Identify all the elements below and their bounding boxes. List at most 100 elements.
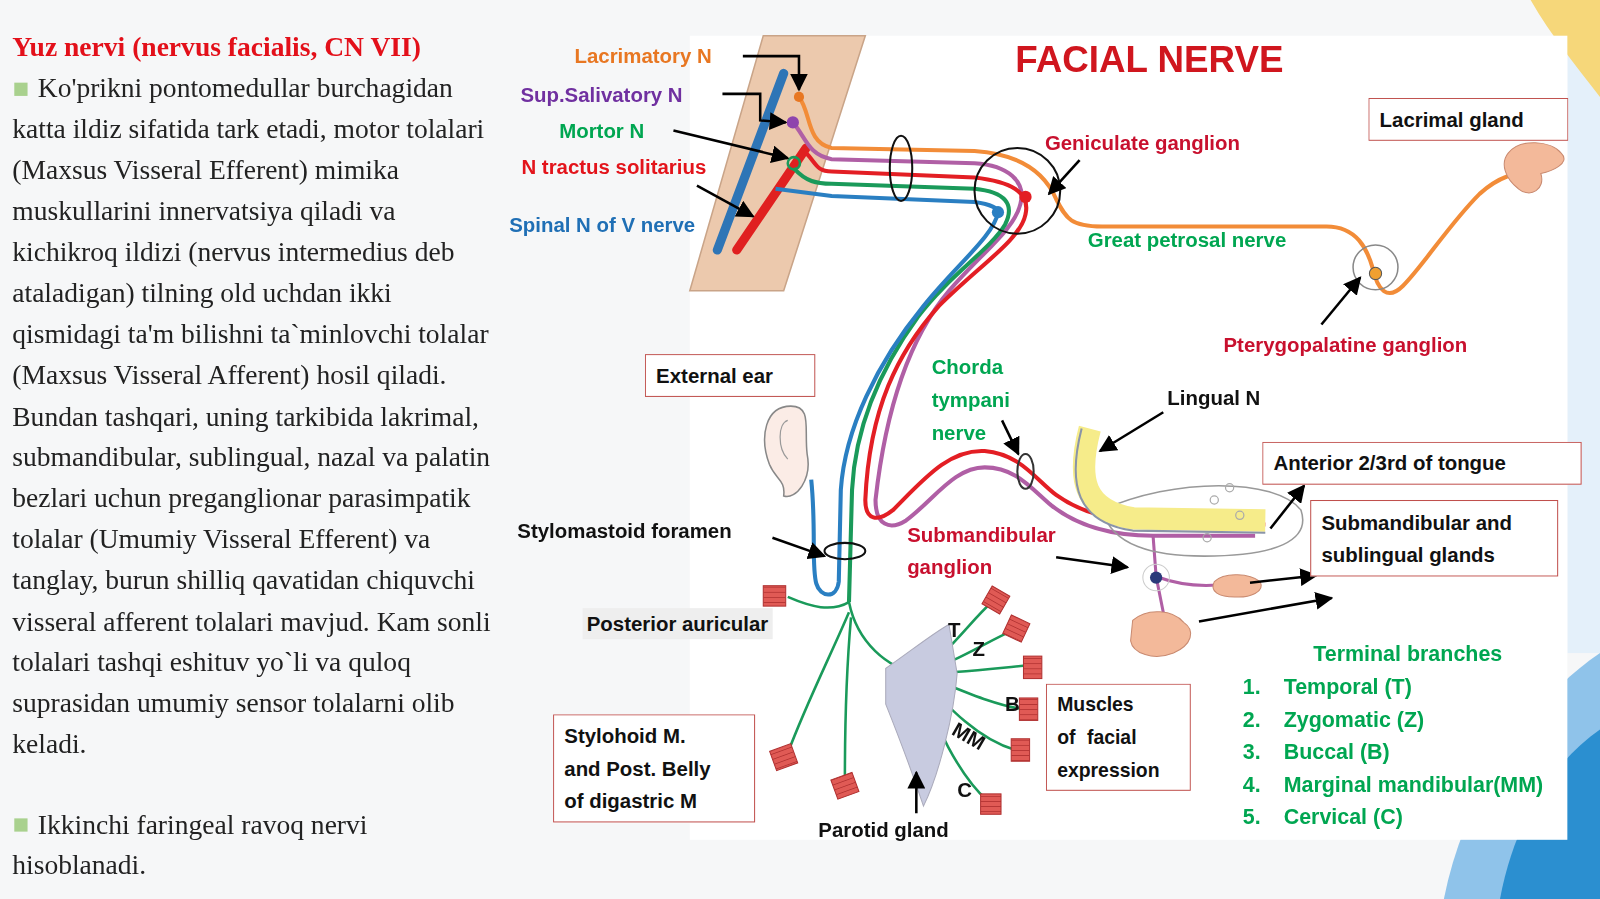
box-label: Stylohoid M. and Post. Belly of digastri… xyxy=(564,719,717,817)
papilla xyxy=(1236,511,1244,519)
ear xyxy=(765,406,808,496)
slide-title: Yuz nervi (nervus facialis, CN VII) xyxy=(12,27,421,68)
ganglion-dot xyxy=(992,206,1004,218)
box-label: Lacrimal gland xyxy=(1380,103,1524,136)
nucleus-label: Mortor N xyxy=(559,117,644,144)
nerve-label: Great petrosal nerve xyxy=(1088,227,1287,254)
muscle xyxy=(1023,656,1041,678)
ganglion-label: Geniculate ganglion xyxy=(1045,130,1240,157)
pterygopalatine-ring xyxy=(1353,245,1398,290)
papilla xyxy=(1210,496,1218,504)
lacrimal-gland xyxy=(1504,143,1564,193)
muscle xyxy=(763,586,785,606)
gland-label: Parotid gland xyxy=(818,816,948,843)
leader-arrow xyxy=(915,772,918,813)
list-item: Buccal (B) xyxy=(1284,738,1390,766)
ganglion-ring xyxy=(1143,564,1170,591)
leader-arrow xyxy=(1056,557,1127,567)
leader-arrow xyxy=(1002,420,1018,454)
branch-label: Posterior auricular xyxy=(583,608,773,639)
body-text: Ikkinchi faringeal ravoq nervi hisoblana… xyxy=(12,804,481,886)
muscle xyxy=(981,794,1001,814)
list-item: Marginal mandibular(MM) xyxy=(1284,770,1544,798)
branch-letter: Z xyxy=(972,636,984,663)
branch-letter: B xyxy=(1005,691,1020,718)
lingual-nerve-edge xyxy=(1076,429,1266,533)
nucleus-label: Lacrimatory N xyxy=(574,43,711,70)
stylohyoid-branch xyxy=(788,612,849,753)
list-item: Zygomatic (Z) xyxy=(1284,705,1424,733)
nerve-label: Lingual N xyxy=(1167,385,1260,412)
branch-letter: T xyxy=(948,616,960,643)
digastric-branch xyxy=(845,617,851,777)
nerve-label: Chorda tympani nerve xyxy=(932,351,1022,449)
bullet xyxy=(14,83,27,96)
muscle xyxy=(770,744,798,771)
diagram-heading: FACIAL NERVE xyxy=(1015,39,1283,82)
diagram-panel xyxy=(690,36,1568,840)
box-label: Muscles of facial expression xyxy=(1057,688,1161,786)
ganglion-label: Submandibular ganglion xyxy=(907,518,1080,583)
leader-arrow xyxy=(673,131,787,159)
nucleus-label: Sup.Salivatory N xyxy=(520,82,682,109)
list-item: Cervical (C) xyxy=(1284,803,1403,831)
leader-arrow xyxy=(1270,486,1304,529)
box-label: External ear xyxy=(656,359,773,392)
leader-arrow xyxy=(1199,598,1332,621)
label-box: Stylohoid M. and Post. Belly of digastri… xyxy=(553,714,755,822)
nucleus-dot xyxy=(794,92,804,102)
list-number: 1. xyxy=(1243,672,1261,700)
geniculate-ring xyxy=(974,148,1060,234)
list-number: 3. xyxy=(1243,738,1261,766)
leader-arrow xyxy=(772,538,824,556)
ganglion-dot xyxy=(1019,191,1031,203)
submandibular-gland xyxy=(1131,612,1191,657)
leader-arrow xyxy=(722,94,785,123)
ganglion-label: Pterygopalatine ganglion xyxy=(1223,332,1467,359)
label-box: External ear xyxy=(645,354,815,397)
label-box: Submandibular and sublingual glands xyxy=(1310,500,1558,577)
muscle xyxy=(1019,698,1037,720)
muscle xyxy=(831,772,859,799)
solitary-nucleus xyxy=(737,148,806,250)
foramen-label: Stylomastoid foramen xyxy=(517,517,731,544)
salivatory-fiber xyxy=(1153,536,1230,613)
papilla xyxy=(1226,484,1234,492)
leader-arrow xyxy=(743,56,799,90)
side-strip xyxy=(1567,0,1600,653)
box-label: Anterior 2/3rd of tongue xyxy=(1273,447,1505,480)
ganglion-dot xyxy=(1369,267,1381,279)
label-box: Muscles of facial expression xyxy=(1046,684,1191,791)
posterior-auricular-branch xyxy=(788,597,849,608)
muscle xyxy=(1003,615,1030,642)
nucleus-label: Spinal N of V nerve xyxy=(509,211,695,238)
nucleus-dot xyxy=(788,157,800,169)
leader-arrow xyxy=(1100,412,1163,451)
sublingual-gland xyxy=(1213,575,1261,597)
list-number: 4. xyxy=(1243,770,1261,798)
body-text: Ko'prikni pontomedullar burchagidan katt… xyxy=(12,67,494,764)
ear-fold xyxy=(780,420,788,459)
label-box: Anterior 2/3rd of tongue xyxy=(1262,442,1581,485)
muscle xyxy=(982,586,1010,614)
papilla xyxy=(1203,534,1211,542)
lacrimal-fiber xyxy=(799,97,1531,293)
taste-fiber xyxy=(806,153,1265,524)
leader-arrow xyxy=(1250,576,1316,583)
muscle xyxy=(1011,739,1029,761)
branch-letter: C xyxy=(957,777,972,804)
box-label: Submandibular and sublingual glands xyxy=(1321,506,1540,571)
list-item: Temporal (T) xyxy=(1284,672,1412,700)
submandibular-ganglion xyxy=(1150,571,1162,583)
list-heading: Terminal branches xyxy=(1313,640,1502,668)
foramen-ring xyxy=(824,543,865,559)
brainstem xyxy=(690,36,866,291)
leader-arrow xyxy=(697,186,753,217)
leader-arrow xyxy=(1321,278,1360,325)
nucleus-label: N tractus solitarius xyxy=(521,154,706,181)
list-number: 2. xyxy=(1243,705,1261,733)
list-number: 5. xyxy=(1243,803,1261,831)
leader-arrow xyxy=(1049,160,1080,194)
label-box: Lacrimal gland xyxy=(1368,98,1568,141)
